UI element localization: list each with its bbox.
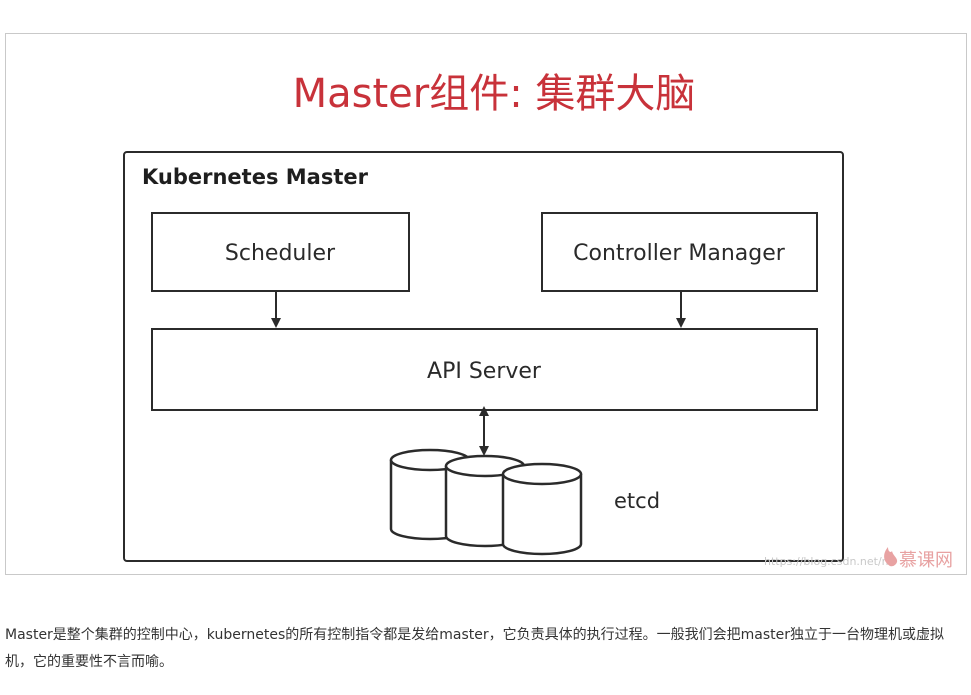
flame-logo-icon — [884, 547, 898, 567]
scheduler-label: Scheduler — [225, 241, 336, 266]
slide-title: Master组件: 集群大脑 — [293, 71, 696, 117]
etcd-label: etcd — [614, 489, 660, 513]
controller-manager-label: Controller Manager — [573, 241, 786, 266]
api-server-label: API Server — [427, 359, 542, 384]
watermark-brand: 慕课网 — [899, 550, 953, 571]
kubernetes-master-box — [123, 151, 844, 562]
controller-manager-box — [541, 212, 818, 292]
master-components-diagram: Master组件: 集群大脑 Kubernetes Master Schedul… — [123, 71, 953, 571]
caption-paragraph: Master是整个集群的控制中心，kubernetes的所有控制指令都是发给ma… — [5, 627, 944, 670]
scheduler-box — [151, 212, 410, 292]
etcd-cylinders-icon — [389, 448, 583, 556]
etcd-cylinder-3 — [501, 462, 583, 556]
kubernetes-master-label: Kubernetes Master — [142, 165, 369, 189]
architecture-figure: Master组件: 集群大脑 Kubernetes Master Schedul… — [5, 33, 967, 575]
watermark-url: https://blog.csdn.net/m — [764, 555, 892, 568]
api-server-box — [151, 328, 818, 411]
